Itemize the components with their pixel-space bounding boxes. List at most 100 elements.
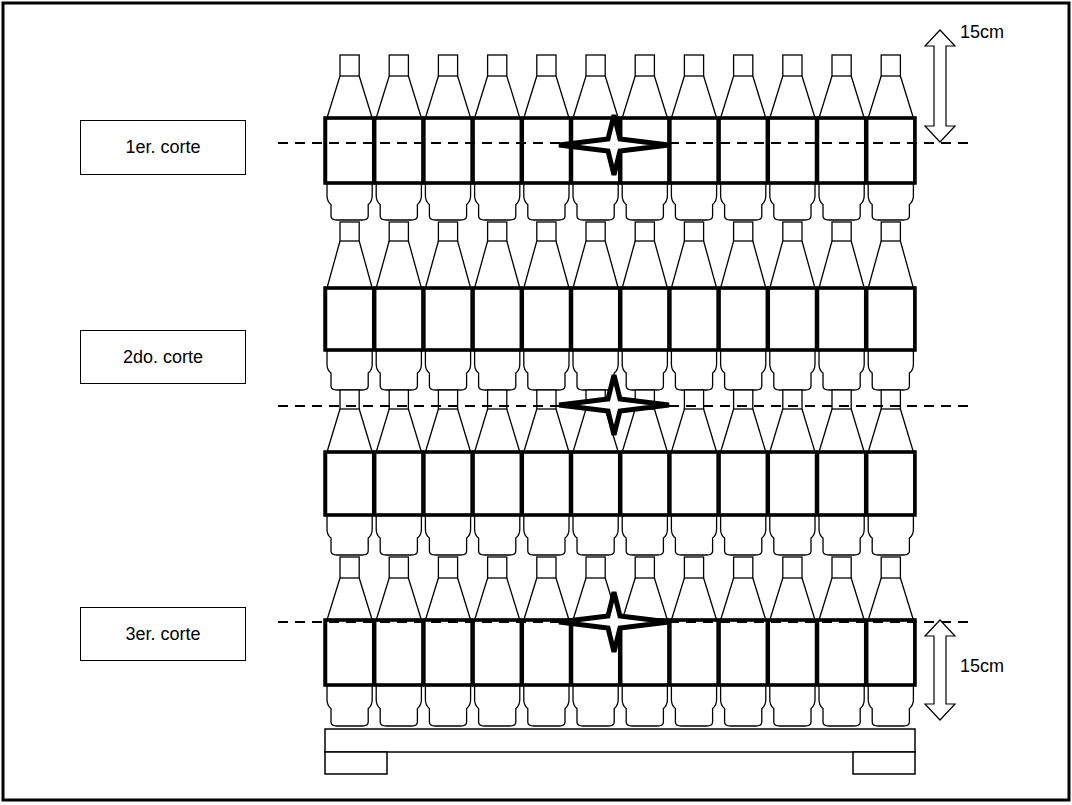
bottle-base [868, 515, 913, 555]
bottle-label-band [424, 288, 471, 350]
cut-label: 2do. corte [123, 347, 203, 368]
bottle-shoulder [376, 241, 421, 288]
bottle-label-band [375, 288, 422, 350]
bottle-base [721, 685, 766, 726]
bottle-label-band [424, 452, 471, 515]
bottle-shoulder [475, 409, 520, 452]
bottle-base [622, 515, 667, 555]
bottle-shoulder [868, 241, 913, 288]
bottle-shoulder [868, 409, 913, 452]
bottle-shoulder [327, 409, 372, 452]
layer-band [325, 288, 915, 350]
bottle-label-band [867, 452, 914, 515]
bottle-cap [734, 557, 753, 578]
bottle-cap [438, 557, 457, 578]
dimension-arrows [925, 30, 955, 720]
bottle-label-band [818, 452, 865, 515]
bottle-label-band [867, 288, 914, 350]
bottle-shoulder [671, 578, 716, 620]
bottle-cap [783, 55, 802, 76]
bottle-shoulder [425, 241, 470, 288]
bottle-base [868, 350, 913, 390]
bottle-shoulder [819, 241, 864, 288]
bottle-cap [537, 222, 556, 241]
bottle-base [475, 183, 520, 220]
bottle-base [622, 685, 667, 726]
bottle-shoulder [622, 241, 667, 288]
bottle-base [770, 685, 815, 726]
bottle-shoulder [819, 76, 864, 118]
bottle-base [327, 685, 372, 726]
bottle-cap [488, 557, 507, 578]
dimension-label: 15cm [958, 22, 1006, 43]
bottle-label-band [326, 288, 373, 350]
bottle-base [819, 515, 864, 555]
bottle-shoulder [671, 241, 716, 288]
bottle-label-band [523, 118, 570, 183]
bottle-label-band [474, 118, 521, 183]
bottle-cap [389, 222, 408, 241]
bottle-label-band [375, 118, 422, 183]
bottle-cap [488, 55, 507, 76]
bottle-shoulder [327, 76, 372, 118]
cut-lines [278, 143, 975, 622]
bottle-label-band [474, 452, 521, 515]
bottle-label-band [326, 452, 373, 515]
bottle-cap [635, 557, 654, 578]
bottle-base [524, 515, 569, 555]
bottle-cap [438, 222, 457, 241]
bottle-base [425, 515, 470, 555]
bottle-shoulder [819, 578, 864, 620]
bottle-cap [832, 222, 851, 241]
bottle-cap [389, 557, 408, 578]
bottle-cap [881, 557, 900, 578]
bottle-base [524, 350, 569, 390]
bottle-label-band [818, 620, 865, 685]
bottle-shoulder [425, 578, 470, 620]
cut-label-box: 1er. corte [80, 120, 246, 175]
bottle-label-band [769, 452, 816, 515]
dimension-label: 15cm [958, 656, 1006, 677]
bottle-base [819, 350, 864, 390]
bottle-base [376, 350, 421, 390]
frame [3, 3, 1069, 800]
bottle-shoulder [770, 76, 815, 118]
bottle-label-band [572, 288, 619, 350]
bottle-shoulder [524, 578, 569, 620]
bottle-label-band [474, 620, 521, 685]
bottle-shoulder [376, 76, 421, 118]
bottle-base [524, 685, 569, 726]
cut-label: 3er. corte [125, 624, 200, 645]
bottle-cap [586, 557, 605, 578]
bottle-cap [340, 557, 359, 578]
bottle-base [622, 350, 667, 390]
bottle-label-band [670, 620, 717, 685]
bottle-shoulder [770, 241, 815, 288]
bottle-base [573, 685, 618, 726]
cut-label: 1er. corte [125, 137, 200, 158]
bottles [325, 55, 915, 726]
bottle-base [376, 515, 421, 555]
bottle-label-band [867, 118, 914, 183]
bottle-label-band [572, 452, 619, 515]
cut-label-box: 3er. corte [80, 607, 246, 661]
bottle-label-band [523, 620, 570, 685]
bottle-label-band [818, 288, 865, 350]
bottle-base [327, 183, 372, 220]
bottle-base [770, 183, 815, 220]
bottle-base [524, 183, 569, 220]
bottle-shoulder [622, 578, 667, 620]
bottle-shoulder [425, 76, 470, 118]
bottle-base [671, 685, 716, 726]
bottle-shoulder [327, 578, 372, 620]
bottle-shoulder [770, 409, 815, 452]
bottle-label-band [621, 620, 668, 685]
bottle-base [819, 183, 864, 220]
bottle-base [819, 685, 864, 726]
bottle-shoulder [475, 578, 520, 620]
bottle-base [868, 183, 913, 220]
bottle-cap [340, 222, 359, 241]
bottle-base [573, 183, 618, 220]
bottle-base [573, 515, 618, 555]
bottle-base [868, 685, 913, 726]
